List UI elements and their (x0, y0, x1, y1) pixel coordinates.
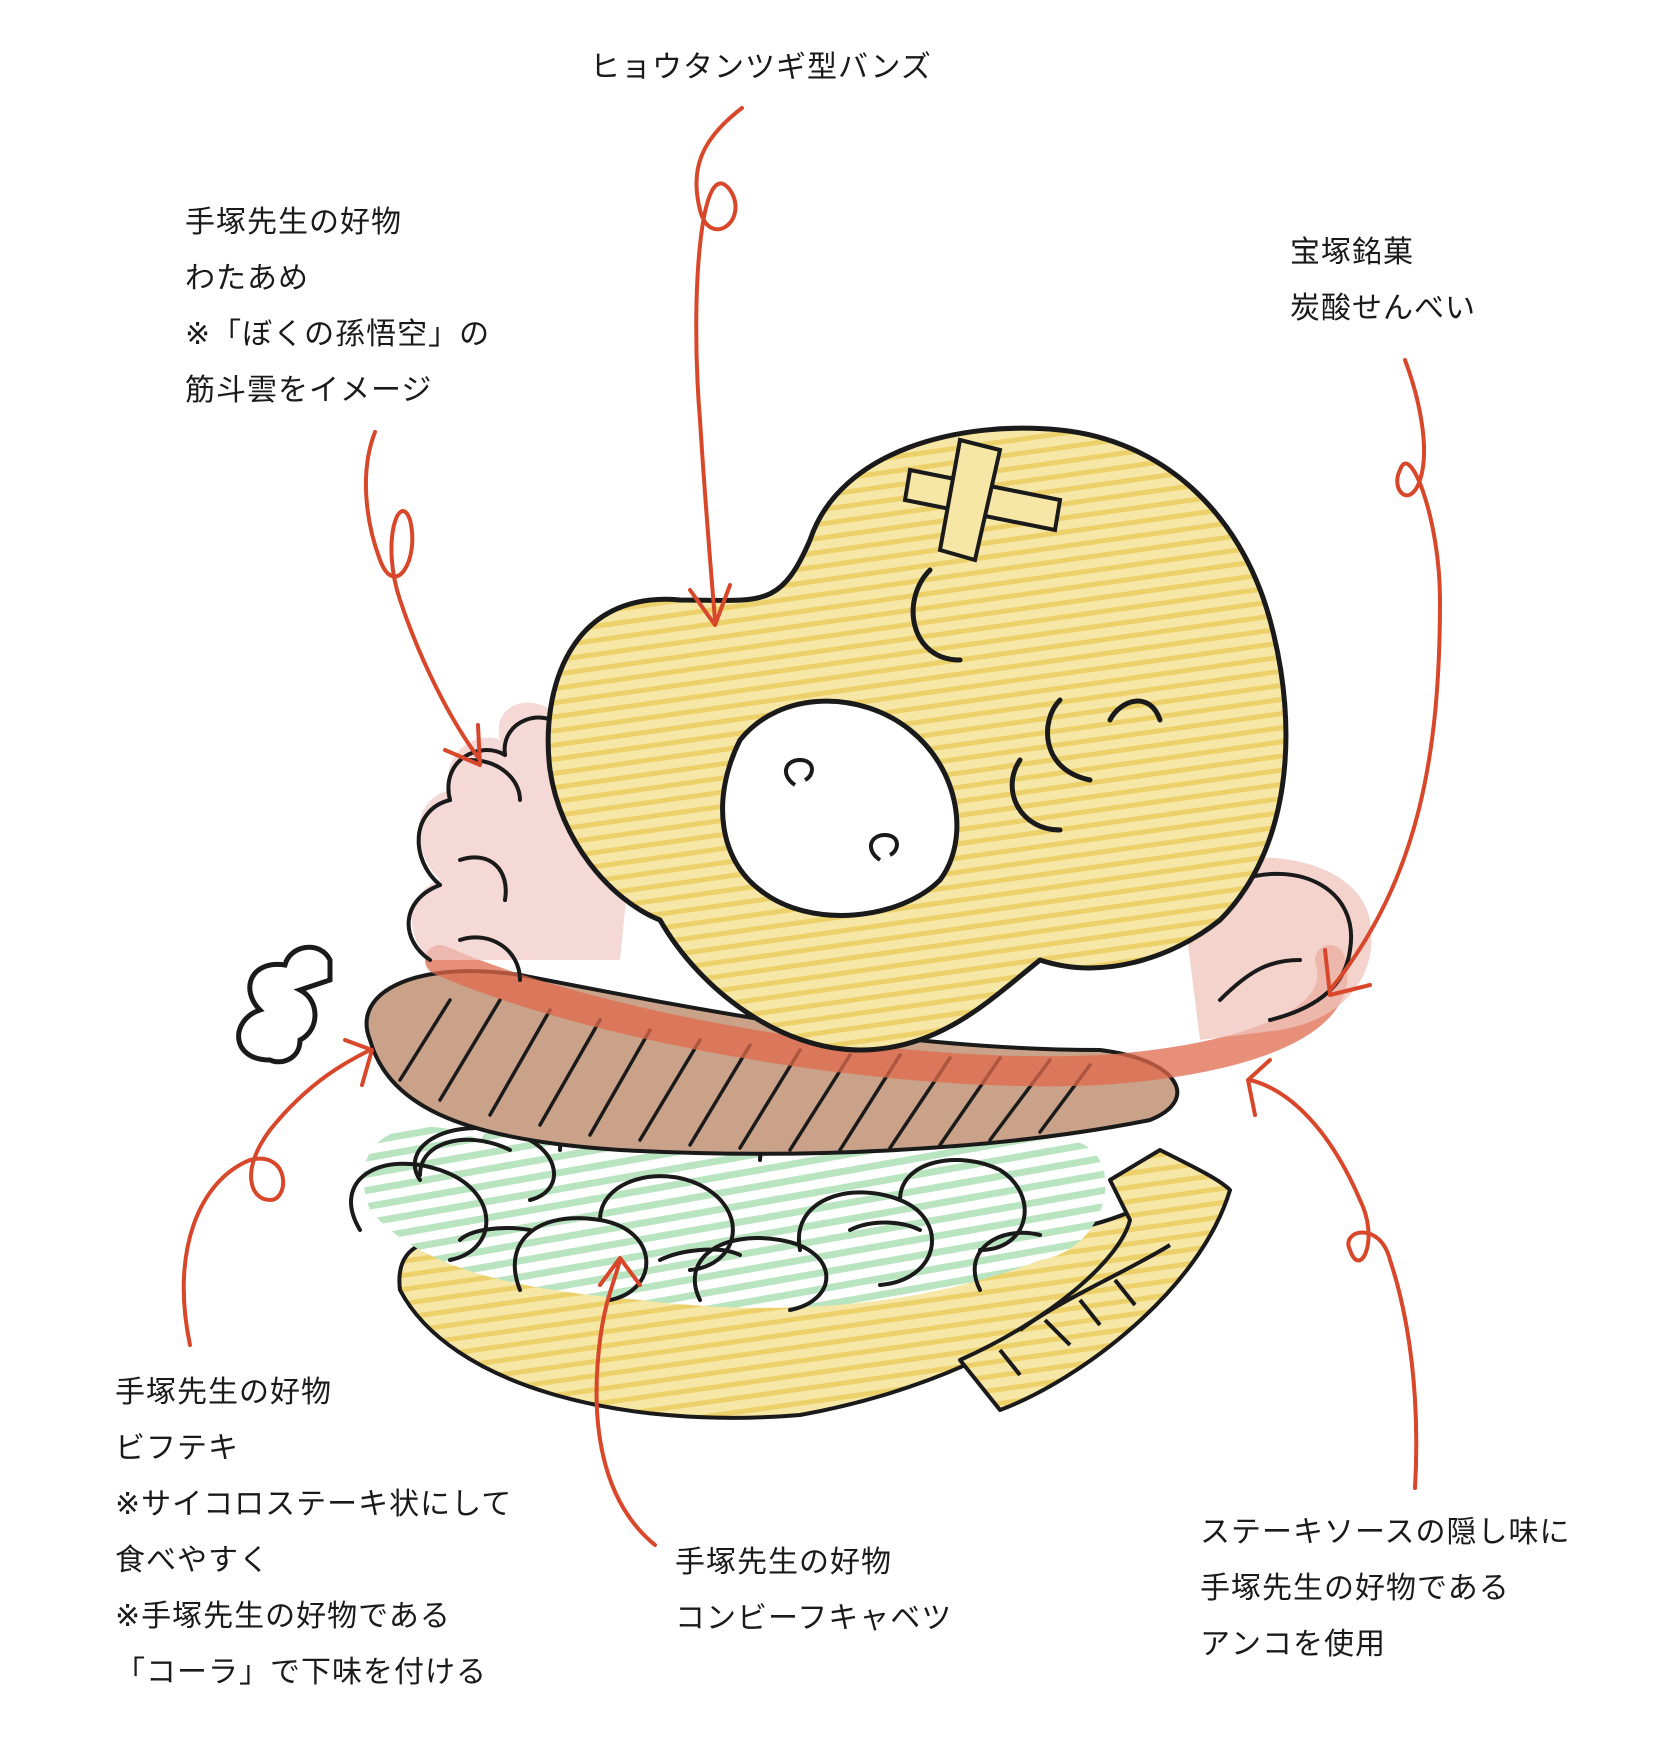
annotation-line: 食べやすく (115, 1543, 270, 1578)
arrow-steak (181, 1048, 372, 1347)
annotation-buns: ヒョウタンツギ型バンズ (590, 40, 932, 96)
annotation-line: ヒョウタンツギ型バンズ (590, 50, 932, 85)
arrow-cotton-candy (363, 430, 482, 762)
annotation-line: 手塚先生の好物 (185, 205, 402, 240)
annotation-line: ※「ぼくの孫悟空」の (185, 317, 491, 352)
annotation-line: ビフテキ (115, 1431, 239, 1466)
annotation-steak: 手塚先生の好物 ビフテキ ※サイコロステーキ状にして 食べやすく ※手塚先生の好… (115, 1365, 512, 1701)
arrow-senbei (1328, 358, 1442, 992)
annotation-line: ※手塚先生の好物である (115, 1599, 451, 1634)
annotation-line: 筋斗雲をイメージ (185, 373, 433, 408)
top-bun-hyoutantsugi (545, 425, 1289, 1053)
annotation-line: 「コーラ」で下味を付ける (115, 1655, 487, 1690)
annotation-cabbage: 手塚先生の好物 コンビーフキャベツ (675, 1535, 952, 1647)
annotation-line: 手塚先生の好物 (115, 1375, 332, 1410)
annotation-line: 手塚先生の好物である (1200, 1571, 1510, 1606)
annotation-cotton-candy: 手塚先生の好物 わたあめ ※「ぼくの孫悟空」の 筋斗雲をイメージ (185, 195, 490, 419)
annotation-sauce: ステーキソースの隠し味に 手塚先生の好物である アンコを使用 (1200, 1505, 1571, 1673)
annotation-arrows (181, 106, 1442, 1547)
arrow-buns (694, 106, 744, 622)
annotation-line: コンビーフキャベツ (675, 1601, 953, 1636)
steam-puff (236, 944, 333, 1065)
annotation-line: アンコを使用 (1200, 1627, 1386, 1662)
annotation-line: わたあめ (185, 261, 309, 296)
annotation-line: ※サイコロステーキ状にして (115, 1487, 513, 1522)
annotation-line: 炭酸せんべい (1290, 291, 1476, 326)
annotation-senbei: 宝塚銘菓 炭酸せんべい (1290, 225, 1476, 337)
annotation-line: 宝塚銘菓 (1290, 235, 1414, 270)
arrow-sauce (1248, 1078, 1419, 1490)
annotation-line: ステーキソースの隠し味に (1200, 1515, 1571, 1550)
arrow-cabbage (594, 1258, 657, 1547)
annotation-line: 手塚先生の好物 (675, 1545, 892, 1580)
